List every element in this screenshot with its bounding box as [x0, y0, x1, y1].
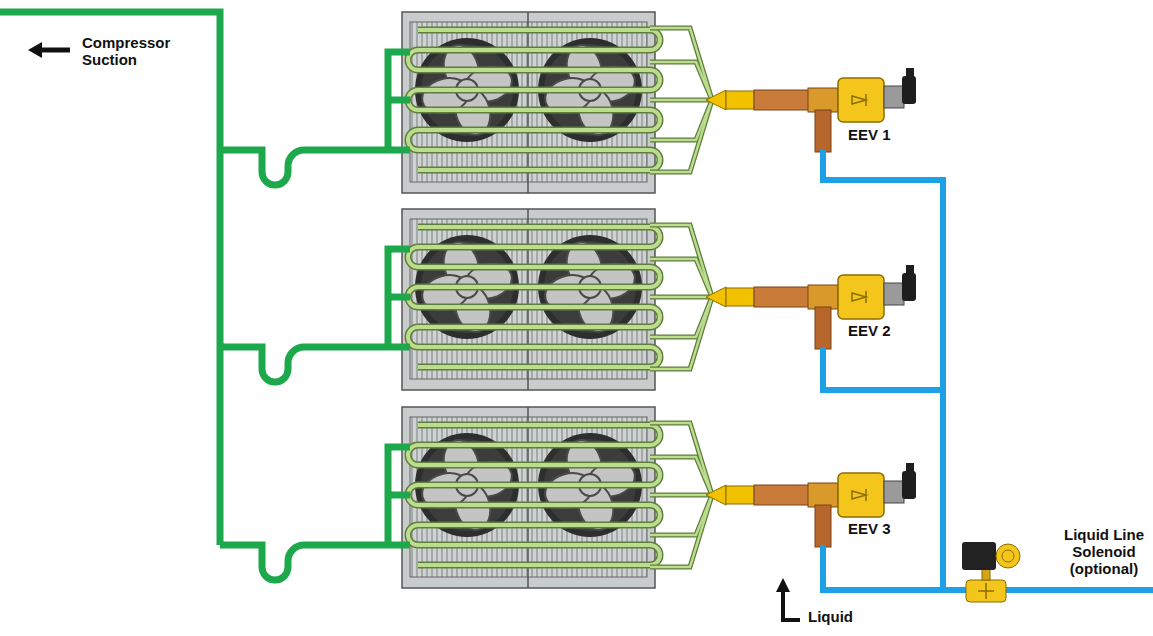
flow-label: Liquid: [806, 608, 855, 625]
flow-label: Compressor Suction: [80, 34, 180, 68]
part-label: Liquid Line Solenoid (optional): [1060, 526, 1148, 577]
solenoid-valve: [962, 542, 1020, 602]
part-label: EEV 3: [846, 520, 893, 537]
part-label: EEV 1: [846, 126, 893, 143]
evaporator-unit: [220, 407, 916, 588]
flow-arrow: [776, 578, 800, 620]
part-label: EEV 2: [846, 322, 893, 339]
suction-line: [0, 12, 220, 545]
evaporator-unit: [220, 12, 916, 193]
flow-arrow: [28, 42, 70, 58]
evaporator-unit: [220, 209, 916, 390]
liquid-line: [823, 150, 1153, 590]
